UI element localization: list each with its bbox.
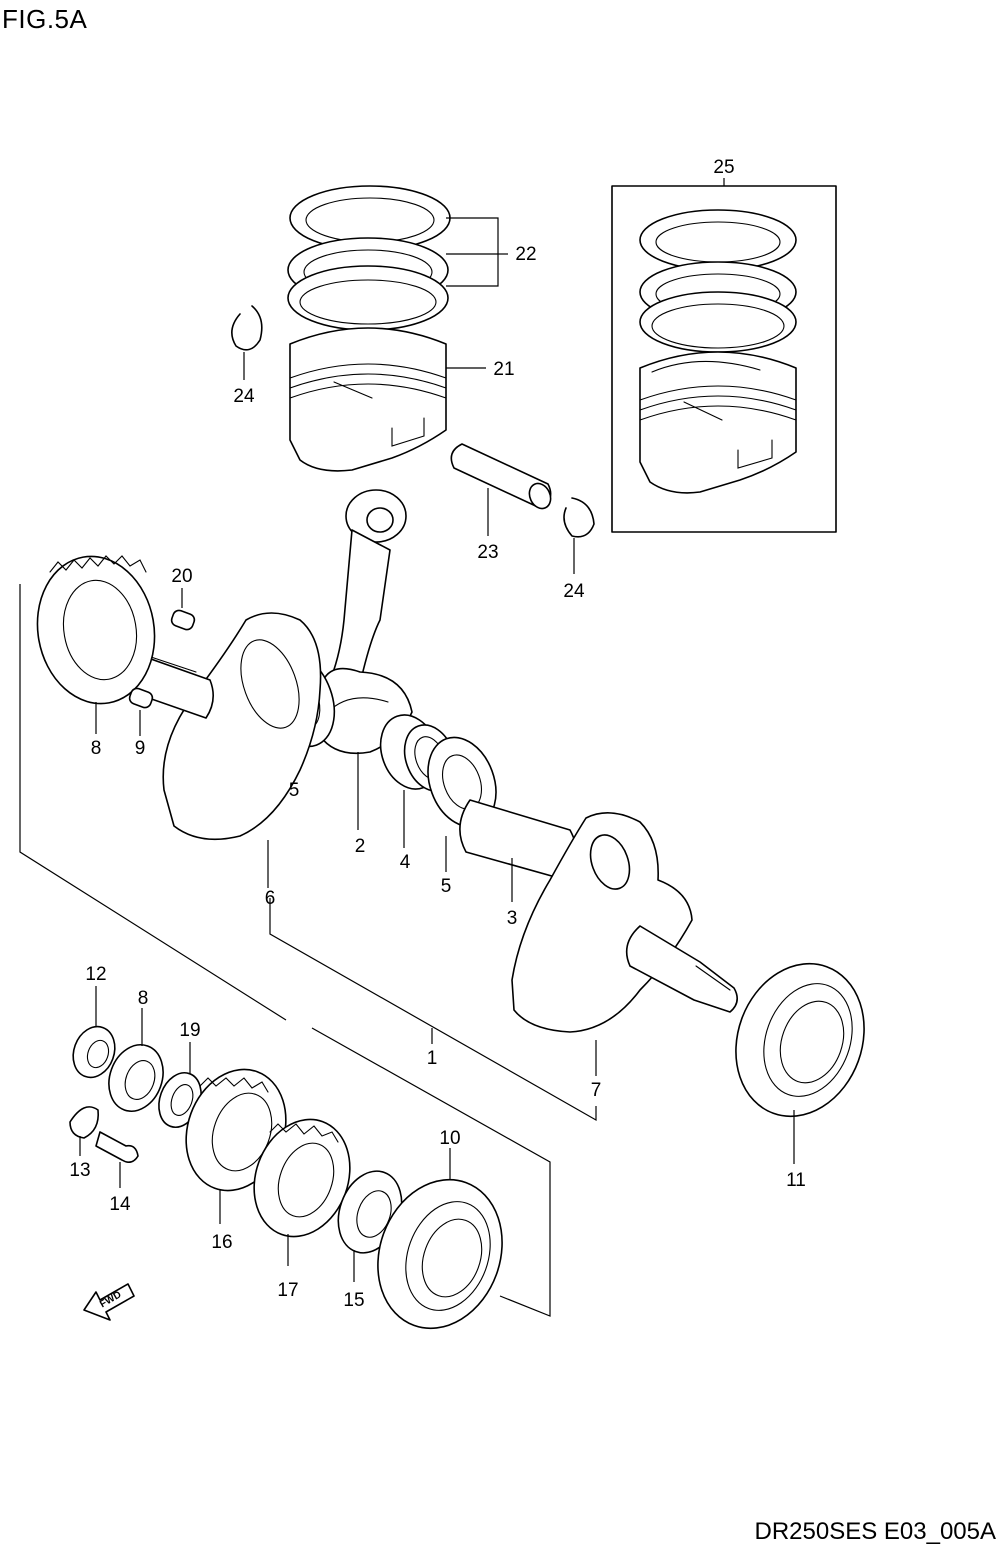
callout-15: 15 — [343, 1290, 364, 1311]
callout-23: 23 — [477, 542, 498, 563]
gear-17 — [253, 1118, 351, 1266]
callout-14: 14 — [109, 1194, 131, 1215]
piston-ring-set — [287, 185, 508, 331]
crankshaft-bearing-left — [377, 1148, 503, 1330]
callout-16: 16 — [211, 1232, 232, 1253]
callout-1: 1 — [427, 1048, 438, 1069]
callout-labels: 1 2 3 4 5 5 6 7 8 8 9 10 11 12 13 14 15 … — [69, 157, 805, 1311]
oil-seal-12 — [72, 986, 116, 1079]
callout-13: 13 — [69, 1160, 90, 1181]
callout-4: 4 — [400, 852, 411, 873]
woodruff-key-9 — [128, 687, 154, 736]
piston-kit-box — [611, 178, 837, 533]
lock-washer-13 — [69, 1106, 100, 1156]
crankshaft-right — [511, 812, 738, 1076]
screw-14 — [95, 1131, 139, 1188]
piston-pin-circlip-right — [563, 497, 595, 574]
crankshaft-bearing-right — [735, 962, 865, 1164]
callout-17: 17 — [277, 1280, 298, 1301]
primary-drive-gear — [36, 555, 156, 734]
crankshaft-assembly-bracket — [19, 584, 597, 1317]
callout-22: 22 — [515, 244, 536, 265]
callout-5b: 5 — [441, 876, 452, 897]
callout-2: 2 — [355, 836, 366, 857]
callout-11: 11 — [786, 1170, 806, 1191]
collar-8 — [108, 1008, 164, 1112]
piston-kit-illustration — [639, 209, 797, 494]
piston — [289, 327, 486, 472]
callout-6: 6 — [265, 888, 276, 909]
callout-7: 7 — [591, 1080, 602, 1101]
callout-21: 21 — [493, 359, 514, 380]
callout-19: 19 — [179, 1020, 200, 1041]
callout-20: 20 — [171, 566, 192, 587]
callout-12: 12 — [85, 964, 106, 985]
callout-8a: 8 — [91, 738, 102, 759]
callout-3: 3 — [507, 908, 518, 929]
figure-title: FIG.5A — [2, 4, 88, 34]
piston-pin-circlip-left — [231, 305, 263, 380]
fwd-arrow-icon: FWD — [83, 1283, 135, 1321]
woodruff-key-20 — [170, 588, 196, 631]
callout-24b: 24 — [563, 581, 585, 602]
piston-pin — [450, 443, 552, 536]
callout-24a: 24 — [233, 386, 255, 407]
callout-5a: 5 — [289, 780, 300, 801]
callout-25: 25 — [713, 157, 734, 178]
drawing-id: DR250SES E03_005A — [754, 1518, 997, 1545]
callout-8b: 8 — [138, 988, 149, 1009]
connecting-rod — [319, 489, 413, 830]
callout-10: 10 — [439, 1128, 460, 1149]
callout-9: 9 — [135, 738, 146, 759]
